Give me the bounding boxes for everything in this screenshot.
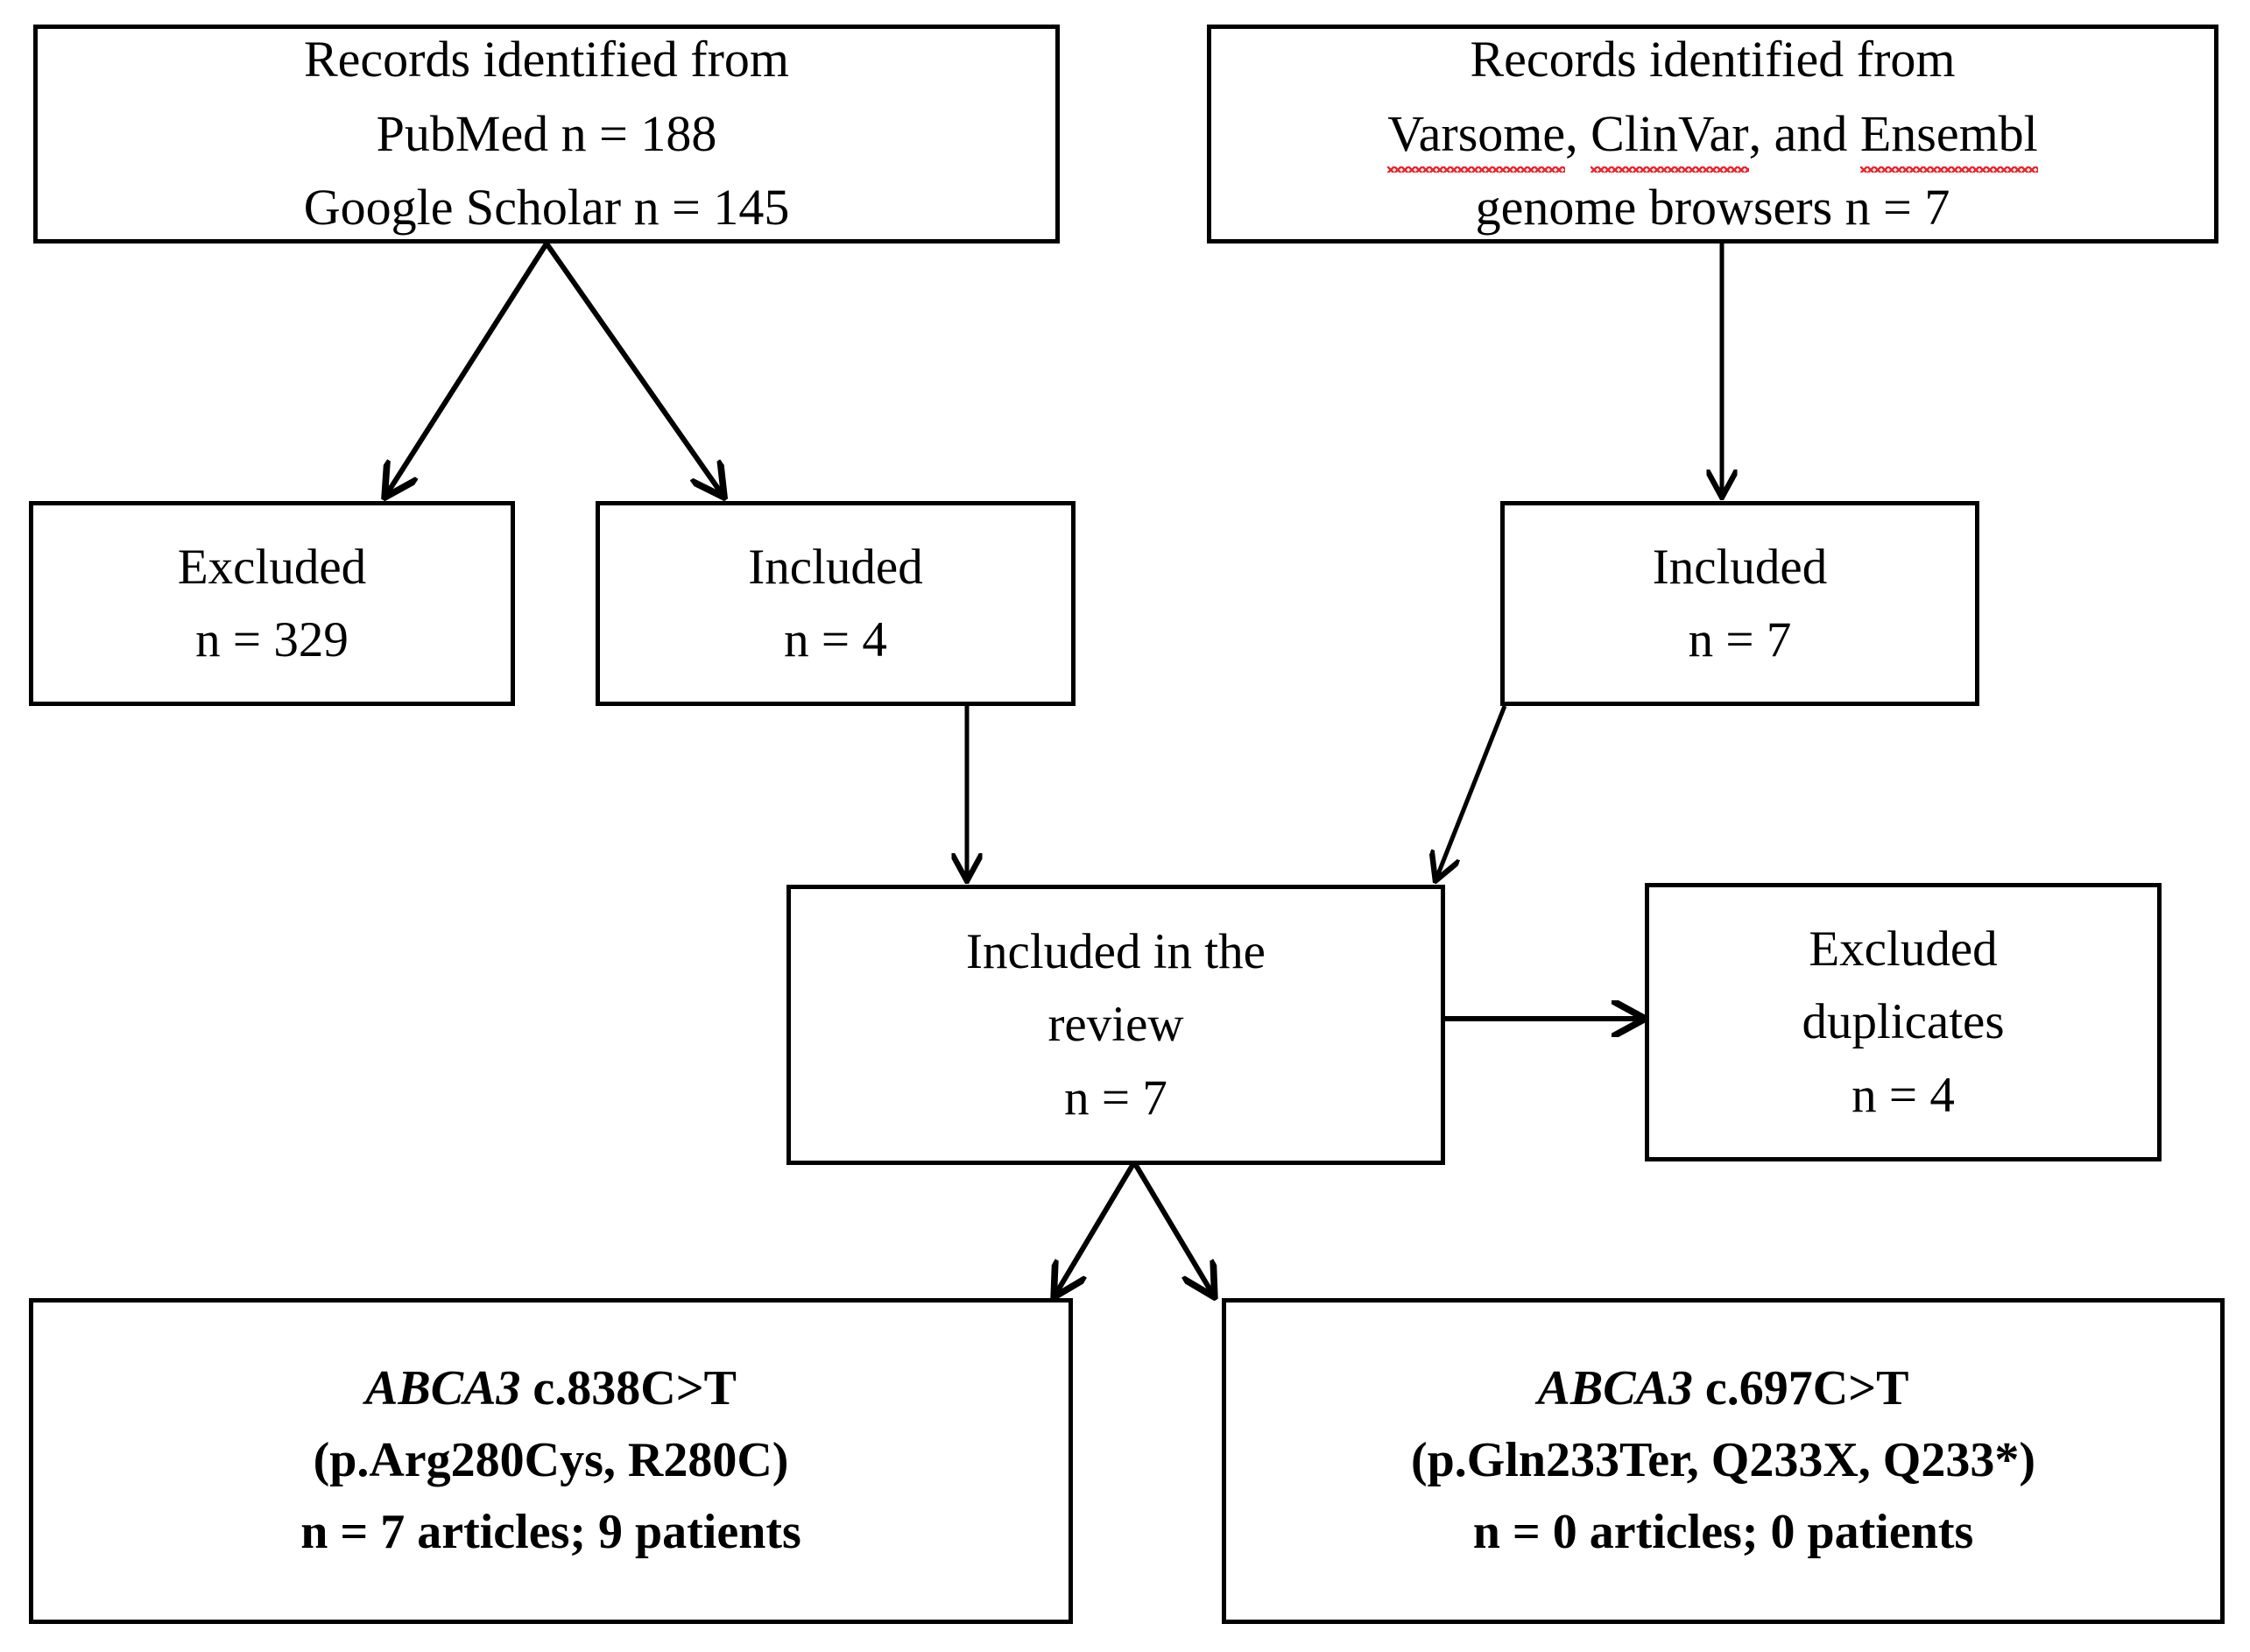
records-databases-line-1: Records identified from [1470, 31, 1956, 88]
node-included-right[interactable]: Included n = 7 [1500, 501, 1979, 706]
included-right-count: n = 7 [1688, 612, 1792, 667]
variant-838-line-3: n = 7 articles; 9 patients [300, 1504, 801, 1559]
node-excluded-duplicates[interactable]: Excluded duplicates n = 4 [1645, 883, 2162, 1161]
variant-697-cdna: c.697C>T [1692, 1361, 1909, 1416]
included-review-line-1: Included in the [966, 924, 1266, 980]
included-left-count: n = 4 [784, 612, 887, 667]
spellcheck-word-clinvar: ClinVar [1591, 97, 1750, 173]
excluded-left-count: n = 329 [195, 612, 349, 667]
excluded-left-label: Excluded [177, 539, 367, 595]
records-databases-sep-2: , and [1748, 104, 1860, 162]
included-left-label: Included [748, 539, 923, 595]
variant-697-gene: ABCA3 [1537, 1361, 1693, 1416]
included-right-label: Included [1652, 539, 1828, 595]
records-databases-line-2: Varsome, ClinVar, and Ensembl [1387, 97, 2038, 173]
node-excluded-left[interactable]: Excluded n = 329 [29, 501, 515, 706]
spellcheck-word-varsome: Varsome [1387, 97, 1565, 173]
records-pubmed-line-2: PubMed n = 188 [376, 104, 717, 162]
variant-838-line-2: (p.Arg280Cys, R280C) [313, 1433, 789, 1488]
variant-838-line-1: ABCA3 c.838C>T [365, 1353, 737, 1425]
node-variant-838[interactable]: ABCA3 c.838C>T (p.Arg280Cys, R280C) n = … [29, 1298, 1073, 1624]
excluded-duplicates-line-1: Excluded [1809, 921, 1998, 978]
spellcheck-word-ensembl: Ensembl [1859, 97, 2038, 173]
edge-pubmed-to-included [544, 242, 723, 495]
node-included-review[interactable]: Included in the review n = 7 [786, 885, 1445, 1165]
node-included-left[interactable]: Included n = 4 [596, 501, 1076, 706]
records-databases-sep-1: , [1565, 104, 1591, 162]
edge-review-to-variant838 [1055, 1161, 1137, 1295]
included-review-line-2: review [1047, 997, 1184, 1053]
edge-includedright-to-review [1436, 705, 1507, 879]
excluded-duplicates-line-2: duplicates [1802, 994, 2005, 1050]
variant-697-line-2: (p.Gln233Ter, Q233X, Q233*) [1410, 1433, 2036, 1488]
node-records-pubmed[interactable]: Records identified from PubMed n = 188 G… [33, 25, 1060, 244]
included-review-count: n = 7 [1064, 1070, 1167, 1126]
edge-review-to-variant697 [1132, 1161, 1213, 1295]
records-databases-line-3: genome browsers n = 7 [1475, 179, 1950, 237]
variant-838-cdna: c.838C>T [520, 1361, 737, 1416]
edge-pubmed-to-excluded [386, 242, 549, 495]
records-pubmed-line-3: Google Scholar n = 145 [303, 179, 790, 237]
variant-697-line-1: ABCA3 c.697C>T [1538, 1353, 1909, 1425]
variant-838-gene: ABCA3 [365, 1361, 521, 1416]
variant-697-line-3: n = 0 articles; 0 patients [1472, 1504, 1974, 1559]
records-pubmed-line-1: Records identified from [303, 31, 790, 88]
node-variant-697[interactable]: ABCA3 c.697C>T (p.Gln233Ter, Q233X, Q233… [1222, 1298, 2225, 1624]
node-records-databases[interactable]: Records identified from Varsome, ClinVar… [1207, 25, 2218, 244]
excluded-duplicates-count: n = 4 [1851, 1067, 1955, 1123]
